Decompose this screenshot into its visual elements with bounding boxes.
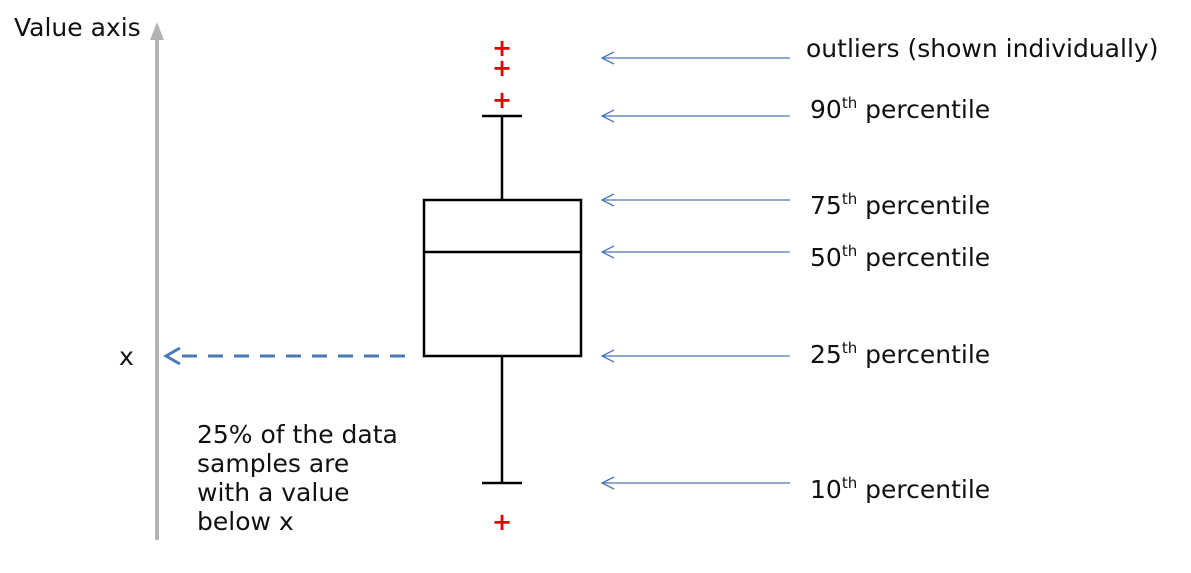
explanation-note: 25% of the data samples are with a value… bbox=[197, 420, 427, 536]
label-text: percentile bbox=[857, 340, 991, 369]
label-text: percentile bbox=[857, 475, 991, 504]
label-ordinal: 90 bbox=[810, 95, 842, 124]
note-line: samples are bbox=[197, 449, 350, 478]
label-superscript: th bbox=[841, 474, 858, 492]
label-p75: 75th percentile bbox=[810, 191, 990, 221]
value-axis-title: Value axis bbox=[14, 13, 141, 42]
label-superscript: th bbox=[841, 339, 858, 357]
x-marker-label: x bbox=[119, 342, 134, 371]
pointer-arrowhead-p50 bbox=[600, 245, 615, 259]
label-ordinal: 50 bbox=[810, 243, 842, 272]
label-text: percentile bbox=[857, 95, 991, 124]
label-p25: 25th percentile bbox=[810, 340, 990, 370]
outlier-plus-icon: + bbox=[492, 508, 513, 536]
label-p50: 50th percentile bbox=[810, 243, 990, 273]
pointer-arrows bbox=[600, 51, 790, 490]
outlier-plus-icon: + bbox=[492, 54, 513, 82]
note-line: below x bbox=[197, 507, 294, 536]
x-dashed-arrowhead bbox=[162, 346, 181, 366]
label-superscript: th bbox=[841, 242, 858, 260]
label-p90: 90th percentile bbox=[810, 95, 990, 125]
label-superscript: th bbox=[841, 190, 858, 208]
label-p10: 10th percentile bbox=[810, 475, 990, 505]
outlier-plus-icon: + bbox=[492, 86, 513, 114]
pointer-arrowhead-p10 bbox=[600, 476, 615, 490]
note-line: 25% of the data bbox=[197, 420, 398, 449]
label-text: percentile bbox=[857, 191, 991, 220]
value-axis-arrowhead bbox=[150, 22, 164, 40]
label-ordinal: 10 bbox=[810, 475, 842, 504]
label-ordinal: 25 bbox=[810, 340, 842, 369]
label-text: outliers (shown individually) bbox=[806, 34, 1159, 63]
pointer-arrowhead-p75 bbox=[600, 193, 615, 207]
pointer-arrowhead-p90 bbox=[600, 109, 615, 123]
note-line: with a value bbox=[197, 478, 350, 507]
pointer-arrowhead-p25 bbox=[600, 349, 615, 363]
pointer-arrowhead-outliers bbox=[600, 51, 615, 65]
outlier-plus-icon: + bbox=[492, 34, 513, 62]
label-superscript: th bbox=[841, 94, 858, 112]
label-ordinal: 75 bbox=[810, 191, 842, 220]
interquartile-box bbox=[422, 198, 583, 358]
label-outliers: outliers (shown individually) bbox=[806, 34, 1158, 64]
label-text: percentile bbox=[857, 243, 991, 272]
